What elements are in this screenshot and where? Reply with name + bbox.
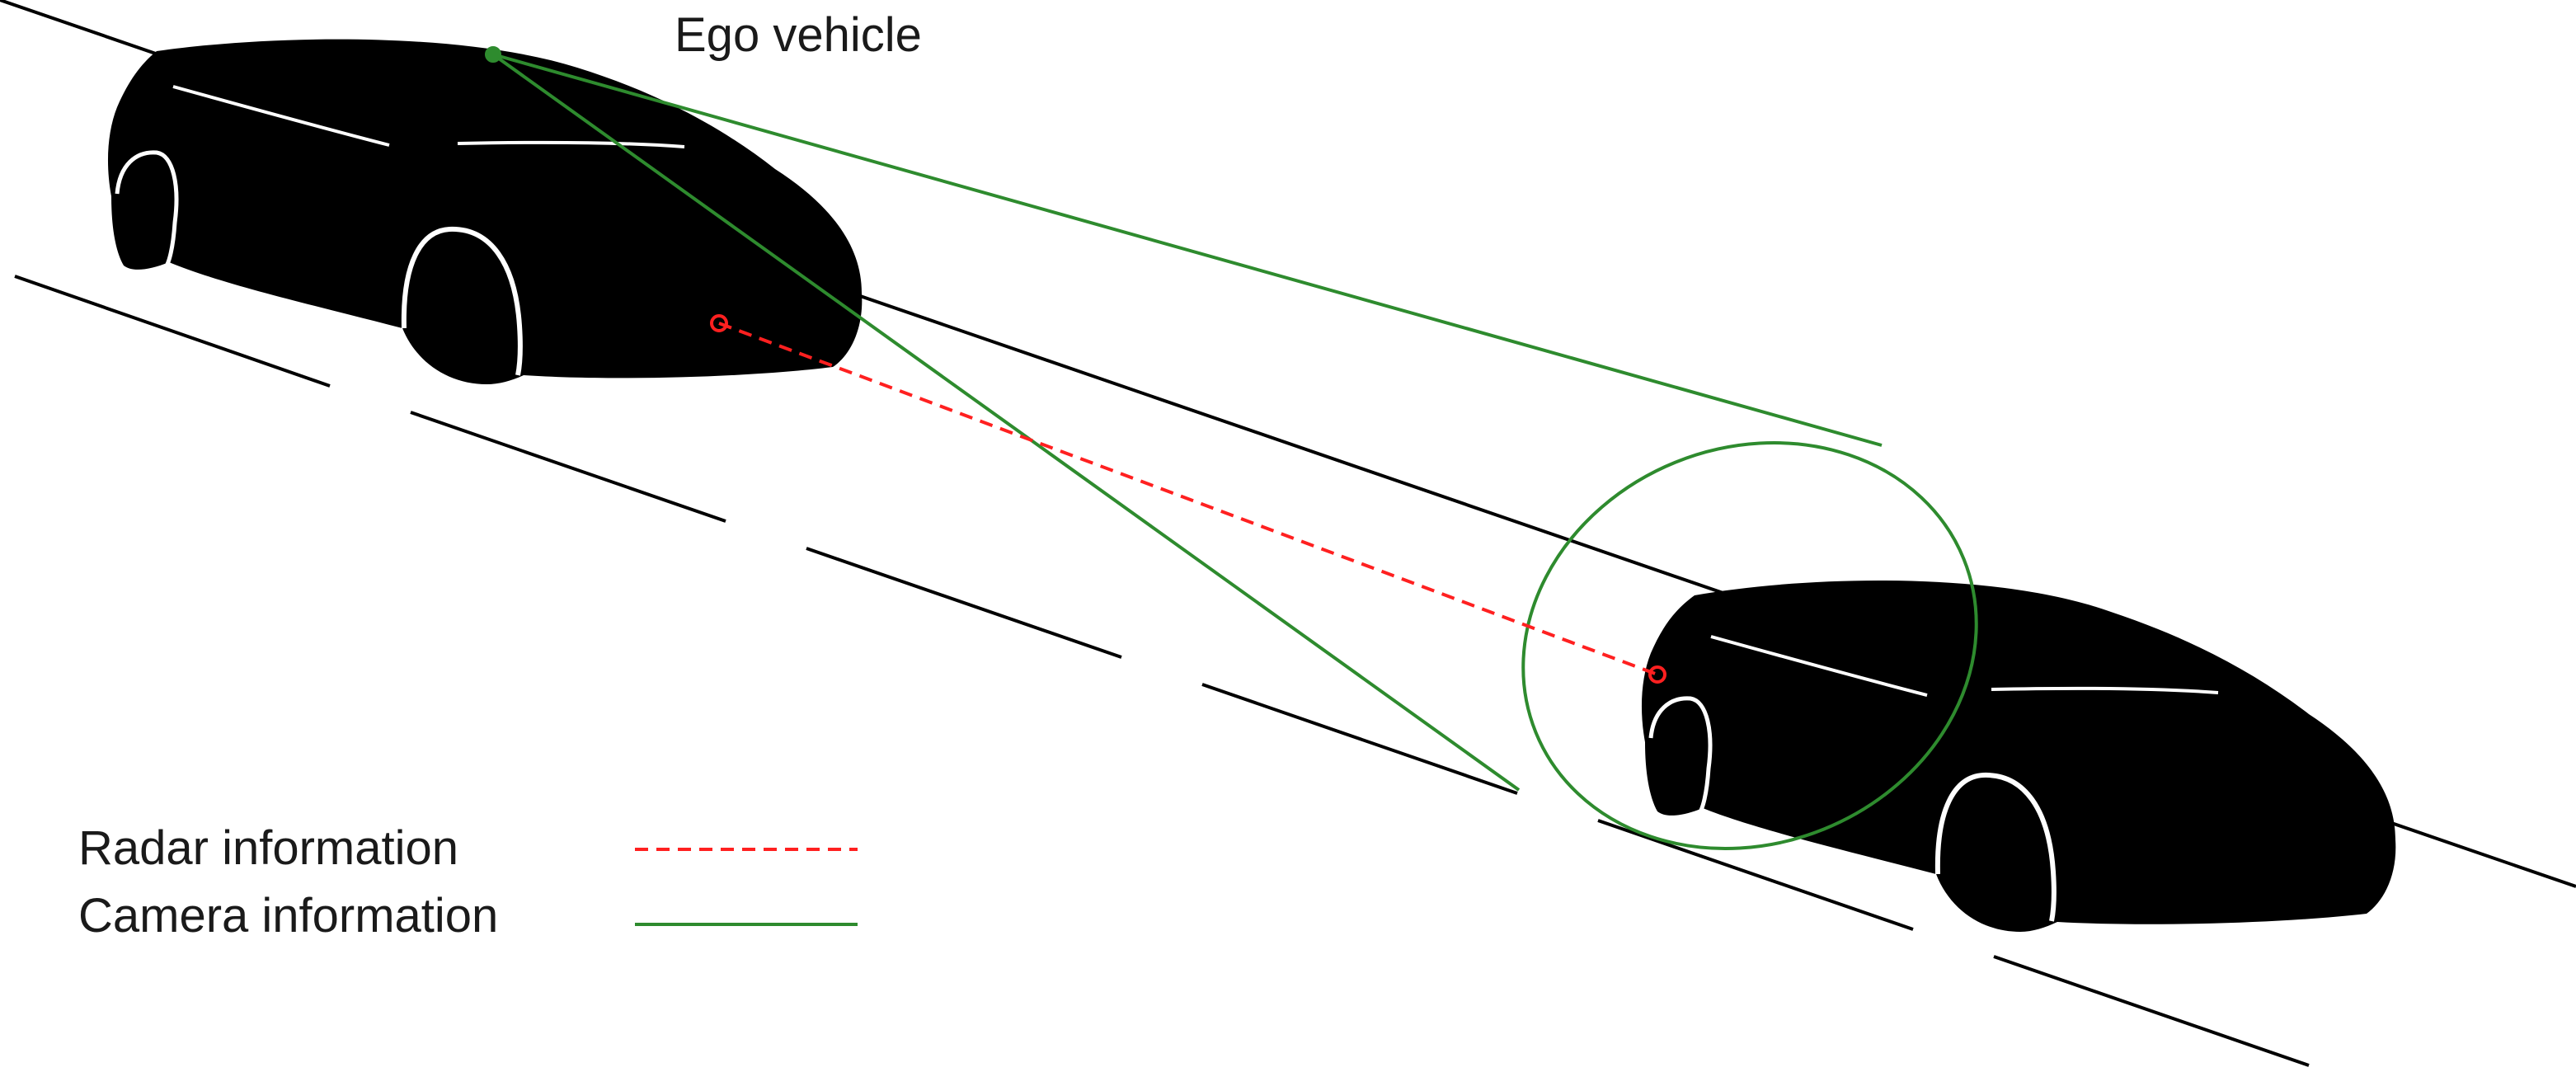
lane-dash-2 bbox=[410, 411, 726, 523]
camera-field-of-view bbox=[485, 46, 1978, 851]
camera-detection-ellipse bbox=[1521, 440, 1978, 851]
lane-dash-1 bbox=[14, 275, 331, 388]
camera-ray-lower bbox=[491, 53, 1521, 792]
camera-ray-upper bbox=[492, 53, 1883, 447]
target-car-icon bbox=[1641, 580, 2396, 932]
lane-dash-4 bbox=[1201, 683, 1518, 795]
legend-radar-label: Radar information bbox=[78, 821, 458, 875]
lane-dash-6 bbox=[1993, 955, 2310, 1067]
radar-ray bbox=[718, 322, 1658, 676]
legend: Radar information Camera information bbox=[78, 821, 858, 943]
camera-sensor-point bbox=[485, 46, 501, 63]
lane-dash-3 bbox=[806, 547, 1122, 659]
radar-target-point bbox=[1648, 665, 1666, 684]
radar-link bbox=[710, 314, 1666, 684]
legend-camera-label: Camera information bbox=[78, 889, 498, 943]
ego-car-icon bbox=[107, 39, 863, 385]
lane-dash-5 bbox=[1597, 819, 1914, 931]
ego-vehicle-label: Ego vehicle bbox=[675, 8, 922, 62]
radar-sensor-point bbox=[710, 314, 728, 332]
